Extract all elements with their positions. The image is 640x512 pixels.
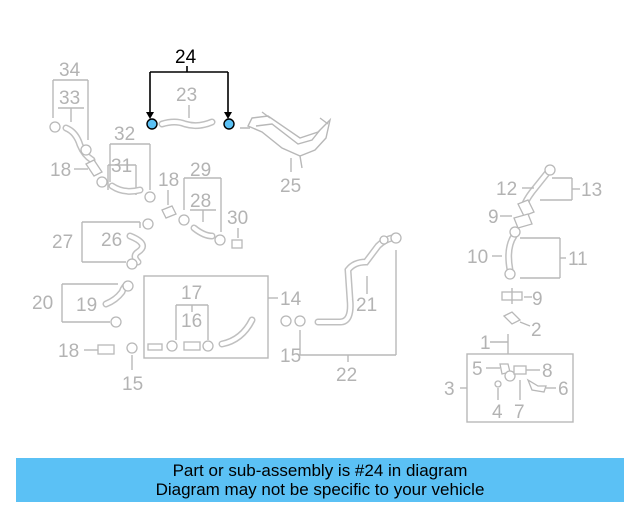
callout-9: 9 — [488, 207, 499, 228]
callout-33: 33 — [59, 88, 80, 109]
info-banner: Part or sub-assembly is #24 in diagram D… — [16, 458, 624, 502]
clamp-icon — [544, 164, 556, 176]
callout-4: 4 — [492, 402, 503, 423]
group-24-23 — [146, 66, 235, 130]
highlighted-clamp-icon — [146, 118, 158, 130]
callout-32: 32 — [114, 124, 135, 145]
clamp-icon — [280, 315, 292, 327]
callout-18: 18 — [50, 160, 71, 181]
callout-15: 15 — [280, 346, 301, 367]
clamp-icon — [142, 218, 154, 230]
banner-line-2: Diagram may not be specific to your vehi… — [155, 480, 485, 499]
clamp-icon — [379, 235, 389, 245]
callout-25: 25 — [280, 176, 301, 197]
callout-17: 17 — [181, 283, 202, 304]
banner-line-1: Part or sub-assembly is #24 in diagram — [172, 461, 468, 480]
callout-27: 27 — [52, 232, 73, 253]
clamp-icon — [504, 370, 516, 382]
box-14 — [143, 275, 278, 359]
clamp-icon — [122, 280, 134, 292]
callout-7: 7 — [514, 402, 525, 423]
clamp-icon — [96, 176, 108, 188]
callout-31: 31 — [111, 156, 132, 177]
callout-19: 19 — [76, 295, 97, 316]
callout-22: 22 — [336, 365, 357, 386]
clamp-icon — [202, 340, 214, 352]
clamp-icon — [178, 214, 190, 226]
callout-24: 24 — [175, 47, 197, 68]
group-32-31 — [74, 143, 156, 203]
clamp-icon — [49, 121, 61, 133]
clamp-icon — [214, 234, 226, 246]
callout-15: 15 — [122, 374, 143, 395]
callout-23: 23 — [176, 85, 197, 106]
group-34-33 — [49, 79, 96, 164]
clamp-icon — [504, 268, 516, 280]
callout-9: 9 — [532, 289, 543, 310]
group-right-upper — [490, 164, 580, 354]
callout-20: 20 — [32, 293, 53, 314]
callout-2: 2 — [531, 320, 542, 341]
callout-13: 13 — [581, 180, 602, 201]
clamp-icon — [294, 315, 306, 327]
callout-18: 18 — [158, 170, 179, 191]
callout-14: 14 — [280, 289, 302, 310]
callout-1: 1 — [480, 333, 491, 354]
callout-18: 18 — [58, 341, 79, 362]
group-15-22-21 — [280, 232, 402, 362]
clamp-icon — [144, 191, 156, 203]
callout-3: 3 — [444, 379, 455, 400]
parts-diagram: 34 33 24 23 32 18 31 25 29 18 28 30 27 2… — [32, 47, 602, 423]
callout-11: 11 — [568, 249, 588, 270]
callout-5: 5 — [472, 359, 483, 380]
callout-29: 29 — [190, 160, 211, 181]
callout-34: 34 — [59, 60, 81, 81]
part-18-15 — [84, 342, 138, 370]
callout-16: 16 — [181, 311, 202, 332]
clamp-icon — [80, 144, 92, 156]
callout-30: 30 — [227, 208, 248, 229]
clamp-icon — [166, 340, 178, 352]
clamp-icon — [509, 226, 521, 238]
group-27-26 — [81, 218, 154, 270]
callout-labels: 34 33 24 23 32 18 31 25 29 18 28 30 27 2… — [32, 47, 602, 423]
callout-6: 6 — [558, 379, 569, 400]
callout-28: 28 — [190, 191, 211, 212]
group-29-28 — [161, 177, 243, 249]
callout-8: 8 — [542, 361, 553, 382]
callout-10: 10 — [467, 247, 488, 268]
box-3 — [460, 353, 574, 423]
clamp-icon — [126, 258, 138, 270]
clamp-icon — [110, 316, 122, 328]
group-20-19 — [61, 280, 134, 328]
highlighted-clamp-icon — [223, 118, 235, 130]
clamp-icon — [390, 232, 402, 244]
callout-21: 21 — [356, 295, 377, 316]
callout-26: 26 — [101, 230, 122, 251]
callout-12: 12 — [496, 179, 517, 200]
clamp-icon — [126, 342, 138, 354]
part-25-assembly — [240, 111, 332, 172]
